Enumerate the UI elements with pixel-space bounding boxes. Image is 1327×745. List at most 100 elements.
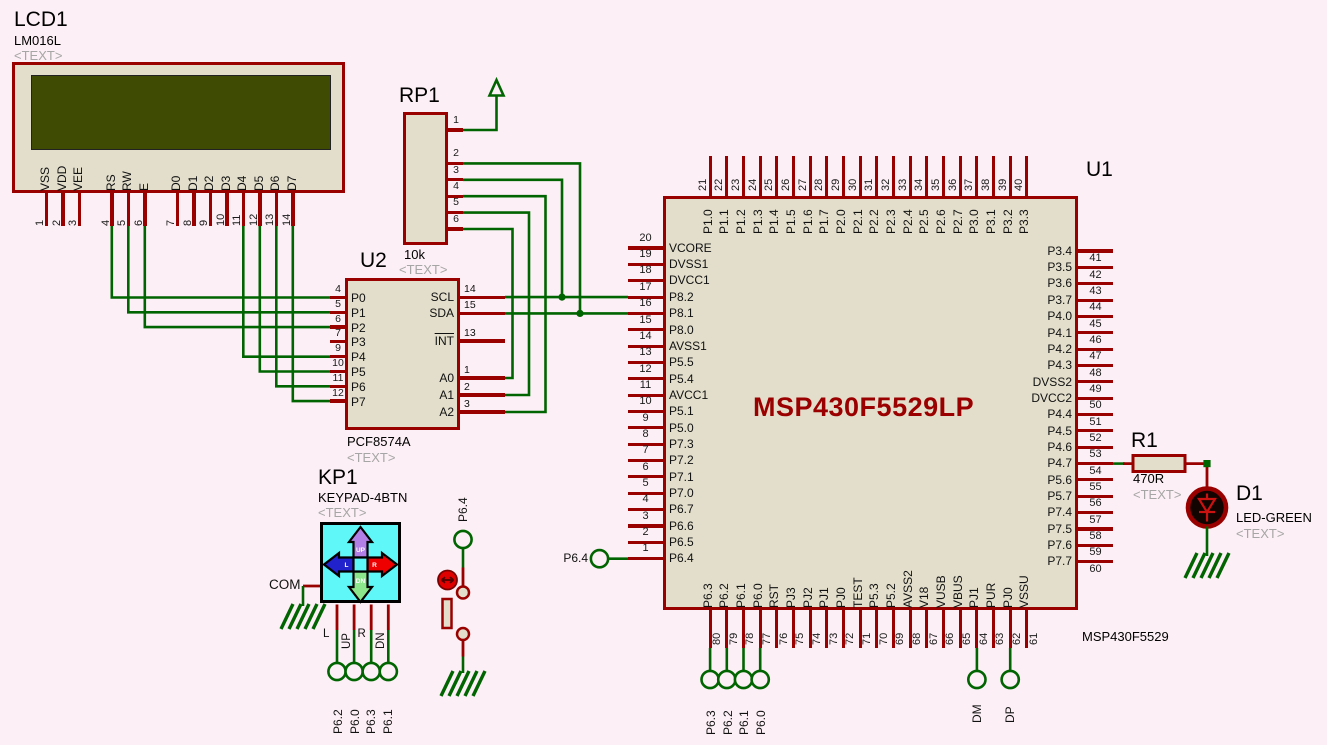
u1-right-pin: 57 P7.4: [1047, 504, 1113, 526]
wire-address-pins[interactable]: [463, 194, 547, 414]
d1-ref: D1: [1236, 482, 1263, 505]
pin-number: 2: [642, 525, 649, 538]
u1-bottom-pin: 67 V18: [916, 587, 940, 650]
u2-body[interactable]: [345, 278, 460, 430]
u1-top-pin: 32 P2.3: [880, 156, 900, 234]
bottom-port-terminals[interactable]: [700, 648, 771, 690]
pin-line: [330, 384, 345, 388]
u2-ref: U2: [360, 249, 387, 272]
u1-body[interactable]: [663, 196, 1078, 610]
u1-left-pin: 2 P6.5: [628, 526, 928, 550]
pin-number: 11: [639, 378, 652, 391]
lcd-pin-line: [225, 193, 229, 226]
u1-top-pin: 24 P1.3: [747, 156, 767, 234]
push-button-net[interactable]: [437, 529, 487, 698]
keypad-com-net[interactable]: [279, 584, 327, 631]
pin-number: 17: [639, 280, 652, 293]
u1-top-pin: 38 P3.1: [980, 156, 1000, 234]
pin-label: PJ0: [1000, 587, 1015, 608]
lcd-pin-number: 6: [132, 219, 145, 226]
lcd-pin-label: VDD: [54, 165, 69, 191]
u1-left-pin: 11 AVCC1: [628, 379, 928, 403]
wire-lcd-to-u2[interactable]: [110, 224, 330, 403]
pin-line: [708, 156, 712, 196]
pin-label: AVCC1: [669, 387, 709, 402]
wire-i2c-sda[interactable]: [463, 162, 628, 315]
ground-symbol[interactable]: [1183, 551, 1231, 580]
rp1-text-placeholder: <TEXT>: [399, 262, 448, 277]
button-contact: [455, 585, 471, 600]
power-symbol[interactable]: [487, 76, 506, 97]
pin-label: P4.3: [1047, 358, 1072, 373]
pin-label: P1.0: [700, 209, 715, 234]
terminal-button-top[interactable]: [453, 529, 473, 550]
pin-label: P7.3: [669, 436, 694, 451]
u1-left-pin: 14 AVSS1: [628, 330, 928, 354]
pin-line: [330, 399, 345, 403]
pin-number: 35: [929, 178, 942, 191]
terminal-p64-left[interactable]: [589, 548, 610, 569]
kp1-pin-r-label: R: [357, 628, 366, 640]
pin-label: P2.3: [883, 209, 898, 234]
pin-number: 34: [913, 178, 926, 191]
u2-left-pin: 12 P7: [330, 387, 470, 410]
pin-line: [858, 156, 862, 196]
lcd-pin-label: RW: [120, 171, 134, 191]
pin-line: [628, 295, 663, 299]
usb-terminals[interactable]: [967, 648, 1021, 690]
led-diode-symbol: [1197, 493, 1217, 522]
pin-number: 60: [1089, 562, 1102, 575]
wire-rp1-power[interactable]: [463, 95, 498, 132]
pin-line: [875, 156, 879, 196]
keypad-left-button[interactable]: [322, 550, 355, 579]
keypad-pin-terminals[interactable]: [327, 604, 399, 682]
u1-right-pin: 46 P4.1: [1047, 325, 1113, 346]
pin-number: 22: [713, 178, 726, 191]
u1-bottom-pin: 76 RST: [766, 584, 790, 650]
pin-label: SDA: [429, 306, 454, 320]
u1-bottom-pin: 77 P6.0: [750, 583, 773, 650]
lcd-pin-number: 5: [116, 219, 128, 226]
ground-symbol[interactable]: [439, 669, 487, 698]
pin-label: P5.2: [883, 583, 898, 608]
pin-label: P6: [351, 379, 366, 394]
lcd-pin: D2 9: [198, 150, 219, 228]
pin-line: [448, 128, 463, 132]
rp1-ref: RP1: [399, 84, 440, 107]
pin-line: [448, 178, 463, 182]
u1-left-pin: 18 DVCC1: [628, 264, 928, 288]
pin-number: 40: [1013, 178, 1026, 191]
rp1-pin: 6: [448, 213, 468, 237]
pin-line: [628, 458, 663, 463]
pin-number: 44: [1089, 301, 1102, 314]
pin-label: P4.4: [1047, 407, 1072, 422]
wire-i2c-scl[interactable]: [463, 178, 628, 299]
pin-line: [1078, 560, 1113, 564]
pin-number: 4: [642, 493, 649, 506]
pin-label: P3: [351, 335, 366, 350]
kp1-ref: KP1: [318, 466, 358, 489]
led-net[interactable]: [1113, 454, 1231, 580]
resistor-body[interactable]: [1131, 454, 1187, 473]
pin-number: 54: [1089, 464, 1102, 477]
rp1-body[interactable]: [403, 112, 448, 245]
lcd-pin-line: [208, 193, 213, 226]
u1-big-label: MSP430F5529LP: [753, 392, 975, 422]
pin-label: P7.5: [1047, 521, 1072, 536]
u1-right-pin: 55 P5.6: [1047, 472, 1113, 493]
pin-number: 48: [1089, 366, 1102, 379]
pin-label: P8.0: [669, 322, 694, 337]
keypad-down-button[interactable]: [346, 570, 375, 604]
u1-ref: U1: [1086, 158, 1113, 181]
ground-symbol[interactable]: [279, 602, 327, 631]
lcd-pin-line: [77, 193, 82, 226]
terminal-dp-label: DP: [1003, 706, 1018, 723]
pin-line: [330, 295, 345, 300]
pin-label: PUR: [983, 582, 998, 608]
pin-number: 45: [1089, 317, 1102, 330]
lcd-pin-label: D1: [185, 175, 200, 191]
pin-label: P5.5: [669, 355, 694, 370]
lcd-pin-line: [291, 193, 295, 226]
pin-number: 55: [1089, 481, 1102, 494]
pin-line: [1025, 156, 1029, 196]
